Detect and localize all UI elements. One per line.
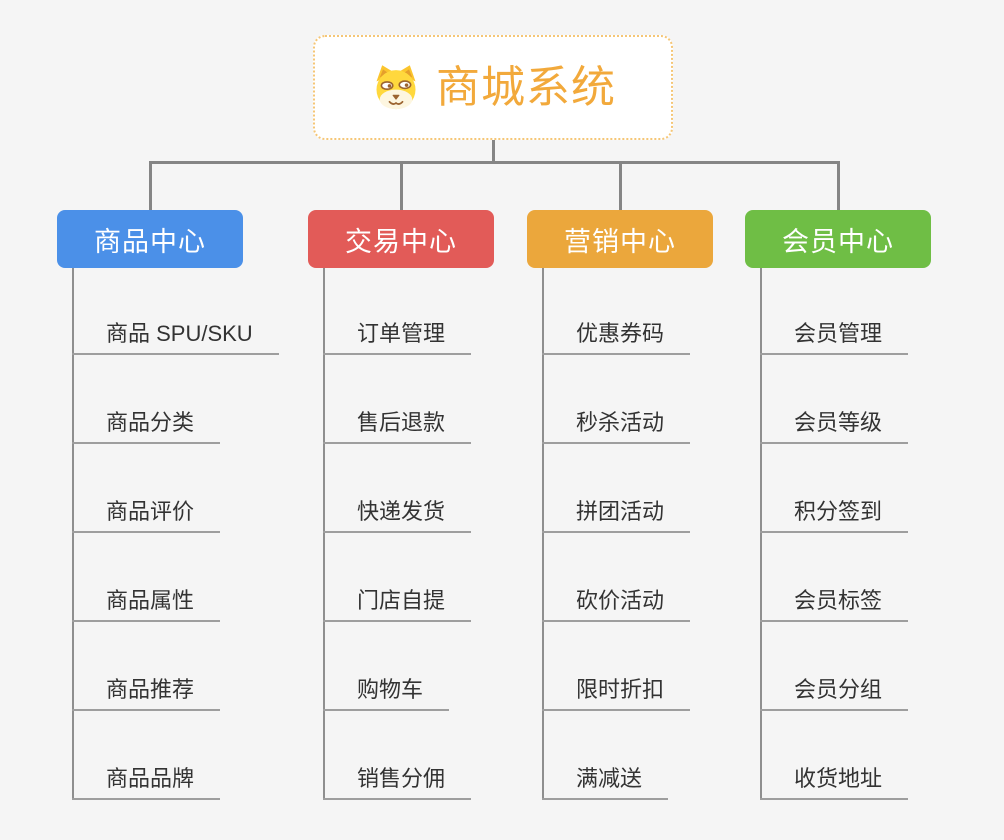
leaf-node[interactable]: 快递发货	[323, 499, 472, 533]
connector-root-stub	[492, 140, 495, 162]
branch-node-marketing-center[interactable]: 营销中心	[527, 210, 713, 268]
leaf-node[interactable]: 满减送	[542, 766, 669, 800]
leaf-node[interactable]: 商品品牌	[72, 766, 221, 800]
leaf-node[interactable]: 优惠券码	[542, 321, 691, 355]
leaf-node[interactable]: 门店自提	[323, 588, 472, 622]
leaf-node[interactable]: 会员分组	[760, 677, 909, 711]
leaf-node[interactable]: 商品属性	[72, 588, 221, 622]
root-title: 商城系统	[436, 62, 616, 112]
connector-stub	[837, 161, 840, 210]
leaf-node[interactable]: 销售分佣	[323, 766, 472, 800]
leaf-node[interactable]: 商品评价	[72, 499, 221, 533]
leaf-node[interactable]: 积分签到	[760, 499, 909, 533]
leaf-node[interactable]: 收货地址	[760, 766, 909, 800]
leaf-node[interactable]: 售后退款	[323, 410, 472, 444]
connector-stub	[149, 161, 152, 210]
dog-icon	[376, 64, 416, 109]
branch-node-trade-center[interactable]: 交易中心	[308, 210, 494, 268]
branch-trunk-line	[542, 268, 544, 800]
leaf-node[interactable]: 商品推荐	[72, 677, 221, 711]
leaf-node[interactable]: 会员管理	[760, 321, 909, 355]
leaf-node[interactable]: 商品分类	[72, 410, 221, 444]
branch-label: 交易中心	[345, 226, 457, 257]
connector-stub	[619, 161, 622, 210]
branch-trunk-line	[760, 268, 762, 800]
leaf-node[interactable]: 限时折扣	[542, 677, 691, 711]
leaf-node[interactable]: 砍价活动	[542, 588, 691, 622]
branch-label: 营销中心	[564, 226, 676, 257]
branch-node-member-center[interactable]: 会员中心	[745, 210, 931, 268]
leaf-node[interactable]: 会员标签	[760, 588, 909, 622]
branch-node-product-center[interactable]: 商品中心	[57, 210, 243, 268]
connector-stub	[400, 161, 403, 210]
leaf-node[interactable]: 拼团活动	[542, 499, 691, 533]
branch-label: 会员中心	[782, 226, 894, 257]
root-node[interactable]: 商城系统	[313, 35, 673, 140]
branch-trunk-line	[323, 268, 325, 800]
leaf-node[interactable]: 订单管理	[323, 321, 472, 355]
connector-horizontal	[149, 161, 840, 164]
branch-label: 商品中心	[94, 226, 206, 257]
leaf-node[interactable]: 购物车	[323, 677, 450, 711]
leaf-node[interactable]: 秒杀活动	[542, 410, 691, 444]
leaf-node[interactable]: 商品 SPU/SKU	[72, 321, 279, 355]
branch-trunk-line	[72, 268, 74, 800]
leaf-node[interactable]: 会员等级	[760, 410, 909, 444]
